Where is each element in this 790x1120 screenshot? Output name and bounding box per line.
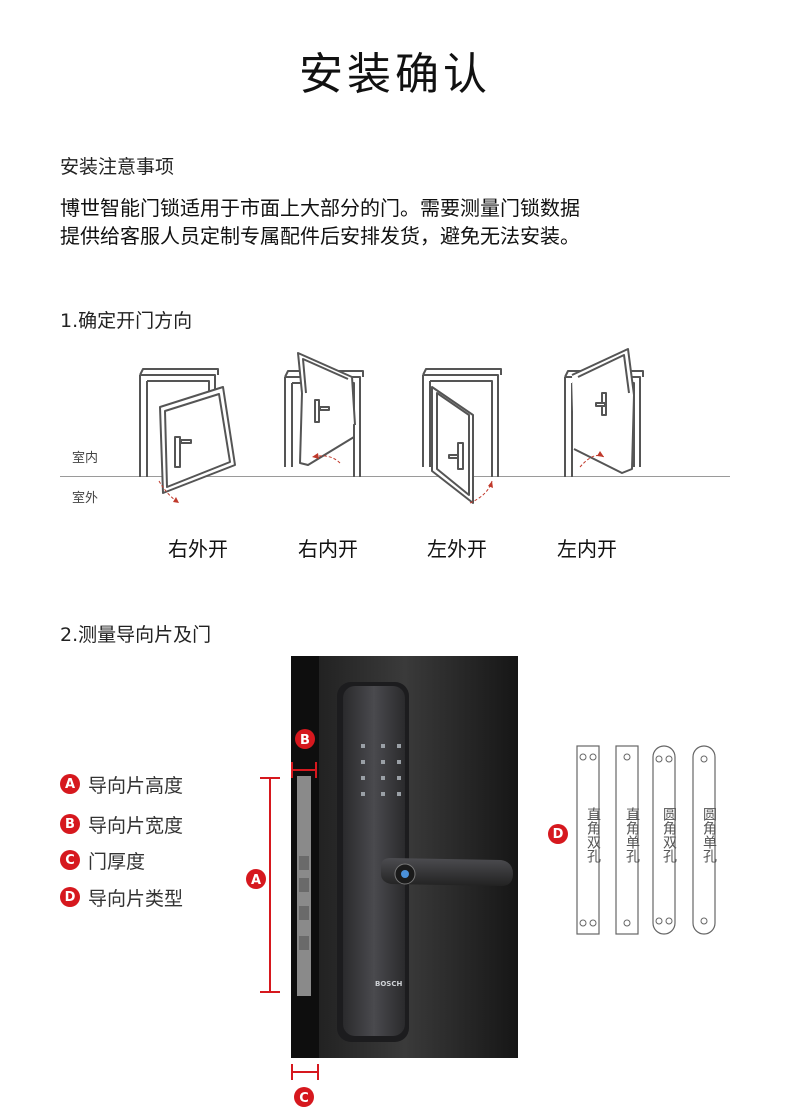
- plate-label-square-single-hole: 直角单孔: [624, 807, 640, 863]
- legend-text-b: 导向片宽度: [88, 814, 184, 837]
- door-diagram-right-inward: [284, 352, 364, 477]
- smart-lock-photo: BOSCH: [291, 656, 518, 1058]
- door-label-right-outward: 右外开: [168, 537, 228, 561]
- door-diagram-left-outward: [422, 368, 502, 504]
- door-diagram-left-inward: [564, 348, 644, 477]
- plate-square-double-hole: [576, 745, 600, 935]
- callout-c-badge: C: [294, 1087, 314, 1107]
- callout-a-badge: A: [246, 869, 266, 889]
- section-2-title: 2.测量导向片及门: [60, 624, 212, 646]
- plate-label-square-double-hole: 直角双孔: [585, 807, 601, 863]
- notes-text-line-1: 博世智能门锁适用于市面上大部分的门。需要测量门锁数据: [60, 196, 580, 220]
- dimension-annotations: A B C: [246, 729, 319, 1107]
- outdoor-label: 室外: [72, 491, 99, 506]
- door-diagram-right-outward: [139, 368, 236, 504]
- legend-item-a: A 导向片高度: [60, 772, 184, 797]
- legend-badge-a: A: [60, 774, 80, 794]
- legend-text-a: 导向片高度: [88, 774, 184, 797]
- indoor-label: 室内: [72, 451, 99, 466]
- lock-brand-label: BOSCH: [375, 980, 402, 988]
- plate-label-round-double-hole: 圆角双孔: [661, 807, 677, 863]
- callout-b-letter: B: [300, 733, 310, 748]
- callout-b-badge: B: [295, 729, 315, 749]
- plate-round-single-hole: [692, 745, 716, 935]
- door-label-left-inward: 左内开: [557, 537, 617, 561]
- legend-item-d: D 导向片类型: [60, 885, 184, 910]
- notes-text-line-2: 提供给客服人员定制专属配件后安排发货，避免无法安装。: [60, 224, 580, 248]
- legend-badge-c: C: [60, 850, 80, 870]
- page-title: 安装确认: [299, 49, 491, 100]
- legend-badge-b: B: [60, 814, 80, 834]
- legend-text-d: 导向片类型: [88, 887, 184, 910]
- section-1-title: 1.确定开门方向: [60, 310, 193, 332]
- notes-heading: 安装注意事项: [60, 156, 175, 178]
- callout-d-badge: D: [548, 824, 568, 844]
- callout-a-letter: A: [251, 873, 261, 888]
- door-label-right-inward: 右内开: [298, 537, 358, 561]
- callout-c-letter: C: [299, 1091, 309, 1106]
- floor-divider-line: [60, 476, 730, 477]
- plate-label-round-single-hole: 圆角单孔: [701, 807, 717, 863]
- legend-badge-d: D: [60, 887, 80, 907]
- plate-square-single-hole: [615, 745, 639, 935]
- legend-text-c: 门厚度: [88, 850, 146, 873]
- legend-item-c: C 门厚度: [60, 848, 146, 873]
- door-label-left-outward: 左外开: [427, 537, 487, 561]
- legend-item-b: B 导向片宽度: [60, 812, 184, 837]
- plate-round-double-hole: [652, 745, 676, 935]
